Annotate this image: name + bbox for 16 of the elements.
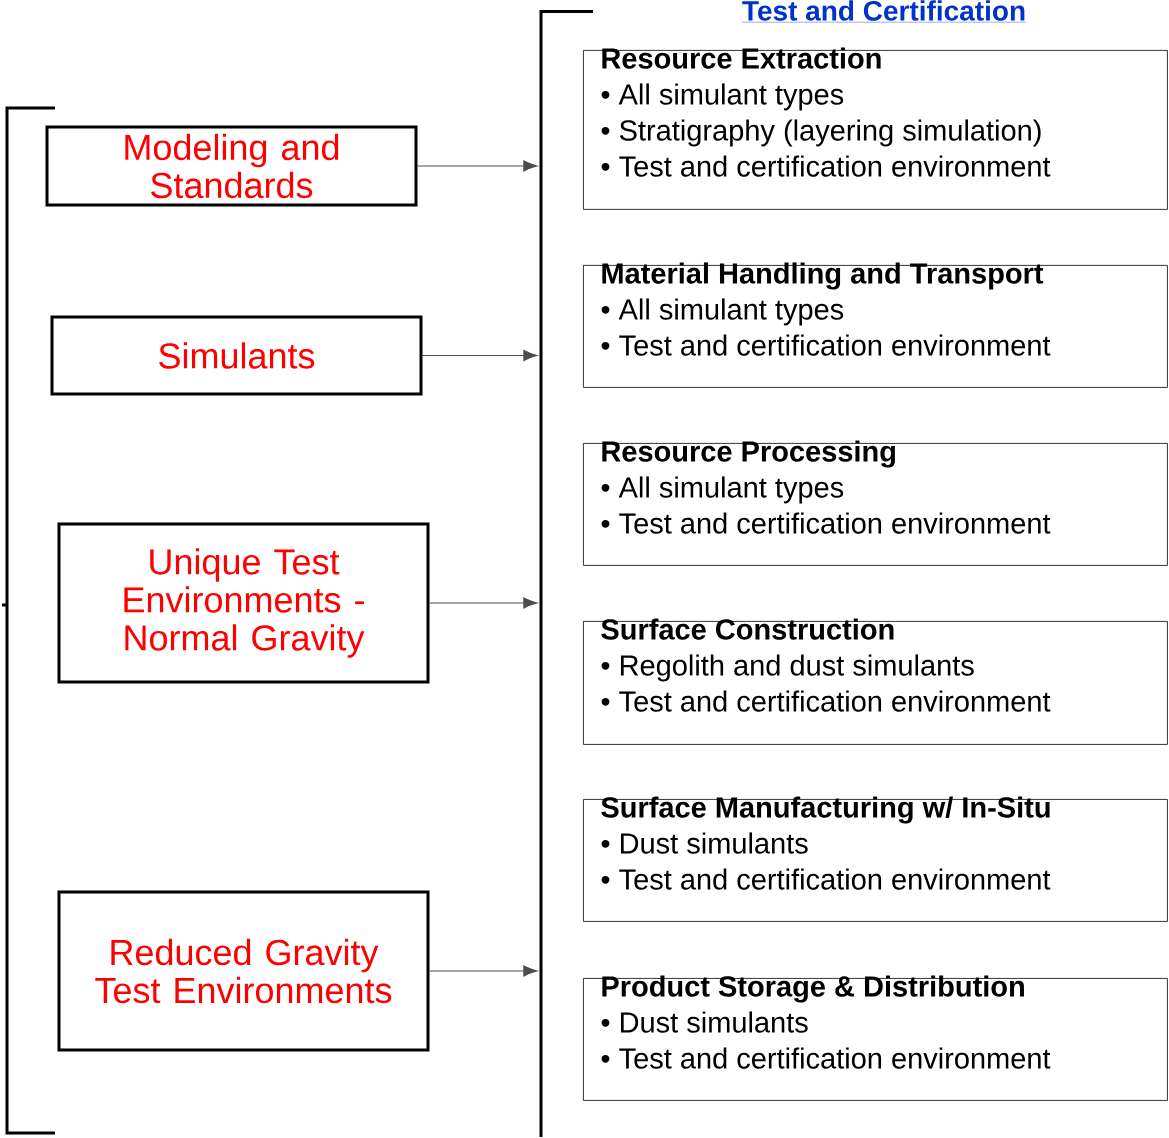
category-box: Product Storage & Distribution • Dust simulants • Test and certification environment (583, 975, 1168, 1101)
arrow (421, 349, 538, 362)
process-box: Simulants (50, 315, 423, 396)
category-box: Material Handling and Transport • All simulant types • Test and certification environment (583, 262, 1168, 388)
process-box: Unique Test Environments - Normal Gravity (57, 522, 430, 684)
category-box: Resource Processing • All simulant types • Test and certification environment (583, 440, 1168, 566)
title: Test and Certification (741, 0, 1027, 23)
category-box: Surface Construction • Regolith and dust simulants • Test and certification environment (583, 618, 1168, 745)
process-box: Reduced Gravity Test Environments (57, 890, 430, 1052)
arrow (428, 597, 538, 609)
process-box: Modeling and Standards (45, 125, 418, 207)
bracket-line (539, 10, 593, 1137)
arrow (428, 965, 538, 977)
arrow (416, 160, 538, 172)
category-box: Resource Extraction • All simulant types • Stratigraphy (layering simulation) • Test and certification environment (583, 47, 1168, 210)
category-box: Surface Manufacturing w/ In-Situ • Dust simulants • Test and certification environment (583, 796, 1168, 922)
